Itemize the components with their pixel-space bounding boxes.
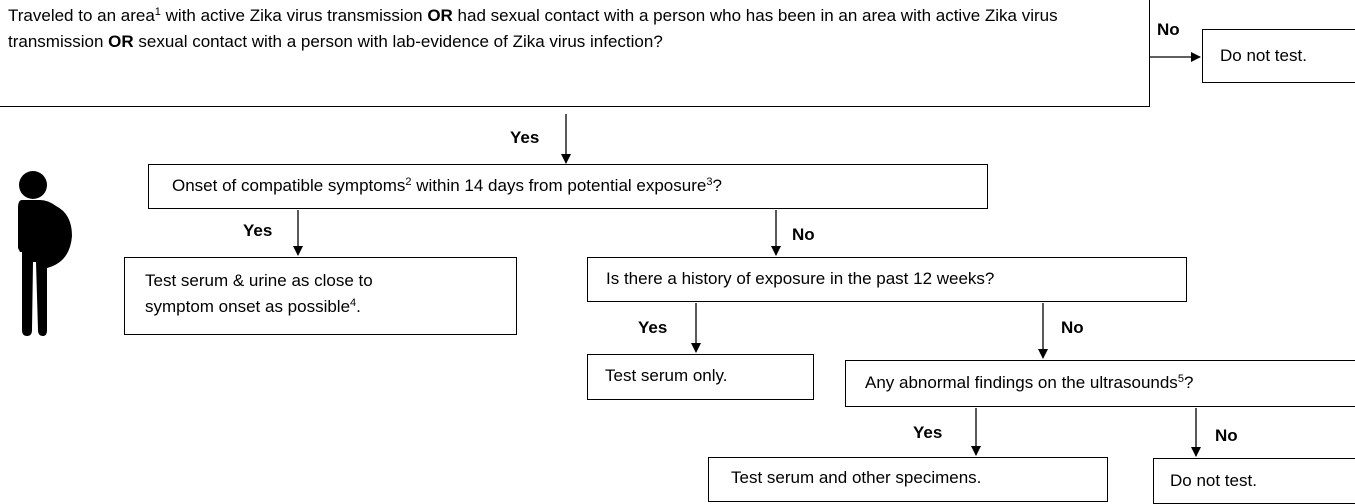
pregnant-woman-icon — [18, 171, 72, 336]
q2-text-2: within 14 days from potential exposure — [411, 176, 707, 195]
q4-text-1: Any abnormal findings on the ultrasounds — [865, 373, 1178, 392]
result-do-not-test-top: Do not test. — [1202, 29, 1355, 83]
footnote-4: 4 — [350, 297, 357, 309]
q1-or-2: OR — [108, 32, 134, 51]
result-test-serum-urine: Test serum & urine as close to symptom o… — [124, 257, 517, 335]
footnote-2: 2 — [405, 176, 412, 188]
label-no-2: No — [792, 225, 815, 244]
label-yes-4: Yes — [913, 423, 943, 442]
q1-or-1: OR — [427, 6, 453, 25]
q2-text-1: Onset of compatible symptoms — [172, 176, 406, 195]
footnote-3: 3 — [706, 176, 713, 188]
footnote-1: 1 — [154, 6, 161, 18]
q1-text-2: with active Zika virus transmission — [160, 6, 428, 25]
label-no-4: No — [1215, 426, 1238, 445]
question-exposure-12-weeks: Is there a history of exposure in the pa… — [587, 257, 1187, 302]
q1-text-4: sexual contact with a person with lab-ev… — [133, 32, 663, 51]
label-yes-3: Yes — [638, 318, 668, 337]
result-do-not-test-bottom: Do not test. — [1153, 458, 1355, 504]
r1-end: . — [356, 297, 361, 316]
question-abnormal-ultrasound: Any abnormal findings on the ultrasounds… — [845, 360, 1355, 407]
label-yes-2: Yes — [243, 221, 273, 240]
result-test-serum-other-specimens: Test serum and other specimens. — [708, 457, 1108, 502]
result-test-serum-only: Test serum only. — [587, 354, 814, 400]
r1-line-2-wrap: symptom onset as possible4. — [145, 294, 516, 320]
q1-text-1: Traveled to an area — [8, 6, 155, 25]
question-travel-exposure: Traveled to an area1 with active Zika vi… — [0, 0, 1150, 107]
label-yes-1: Yes — [510, 128, 540, 147]
q4-text-2: ? — [1183, 373, 1194, 392]
label-no-3: No — [1061, 318, 1084, 337]
footnote-5: 5 — [1177, 373, 1184, 385]
r1-line-2: symptom onset as possible — [145, 297, 351, 316]
label-no-top: No — [1157, 20, 1180, 39]
q2-text-3: ? — [712, 176, 722, 195]
question-symptom-onset: Onset of compatible symptoms2 within 14 … — [148, 164, 988, 209]
q1-text-3: had sexual contact with a person who has… — [8, 6, 1058, 51]
r1-line-1: Test serum & urine as close to — [145, 271, 373, 290]
